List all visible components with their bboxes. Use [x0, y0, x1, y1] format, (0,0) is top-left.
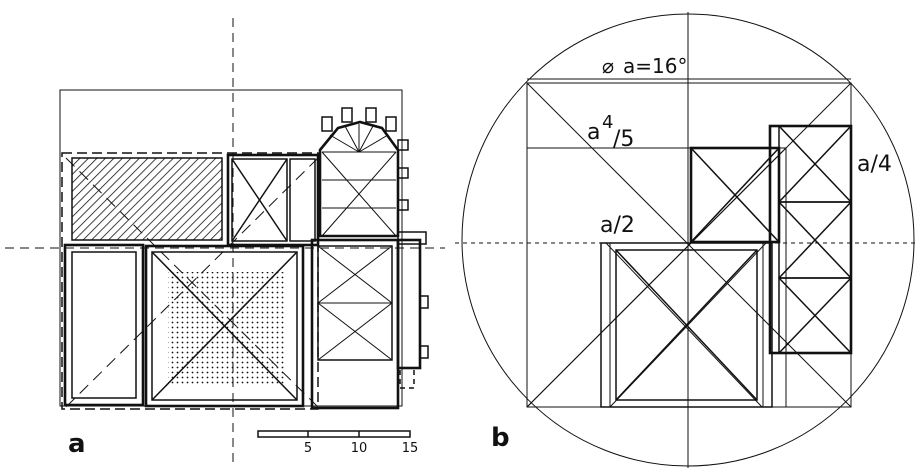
right-aisle-vaults — [317, 245, 393, 361]
panel-b-label: b — [491, 423, 510, 453]
diameter-symbol: ⌀ — [602, 54, 614, 78]
a45-label-base: a — [587, 120, 600, 145]
scale-tick-5: 5 — [304, 441, 312, 456]
left-room — [63, 243, 145, 407]
dashed-extension — [399, 370, 415, 389]
a4-label: a/4 — [857, 152, 892, 177]
hatched-room — [71, 157, 223, 241]
upper-diagonal-2 — [231, 158, 288, 242]
right-wing-stub — [419, 295, 429, 309]
panel-a-label: a — [68, 429, 86, 459]
upper-square — [226, 153, 320, 247]
diameter-label: a=16° — [623, 54, 687, 78]
right-wing-stub-2 — [419, 345, 429, 359]
scale-bar-body — [257, 430, 411, 438]
apse-buttresses — [321, 107, 409, 211]
a2-label: a/2 — [600, 213, 635, 238]
right-wing-wall — [396, 238, 422, 370]
a45-label-den: /5 — [613, 127, 634, 152]
a45-diagonal — [526, 147, 787, 408]
right-corner-block — [397, 231, 427, 245]
left-room-inner — [71, 251, 137, 399]
a4-column — [768, 124, 853, 355]
right-aisle — [310, 238, 400, 410]
square-a-2-inner — [609, 242, 764, 408]
dashed-diagonal-2 — [65, 157, 319, 408]
apse-rib-vault — [321, 124, 397, 237]
scale-bar: 5 10 15 — [257, 430, 419, 456]
central-diagonal-2 — [151, 251, 298, 401]
central-square-outer — [144, 244, 305, 408]
central-square-inner — [151, 251, 298, 401]
scale-tick-10: 10 — [351, 441, 368, 456]
upper-side-bay — [289, 158, 316, 242]
scale-tick-15: 15 — [402, 441, 419, 456]
apse-octagon — [318, 120, 400, 238]
square-a-2-core — [615, 249, 758, 401]
upper-square-inner — [231, 158, 288, 242]
circumscribing-circle — [461, 13, 915, 467]
panel-a-plan: 5 10 15 a — [5, 18, 445, 465]
panel-b-geometry: ⌀ a=16° a 4 /5 a/2 a/4 b — [455, 12, 915, 468]
a45-label-num: 4 — [602, 112, 613, 133]
